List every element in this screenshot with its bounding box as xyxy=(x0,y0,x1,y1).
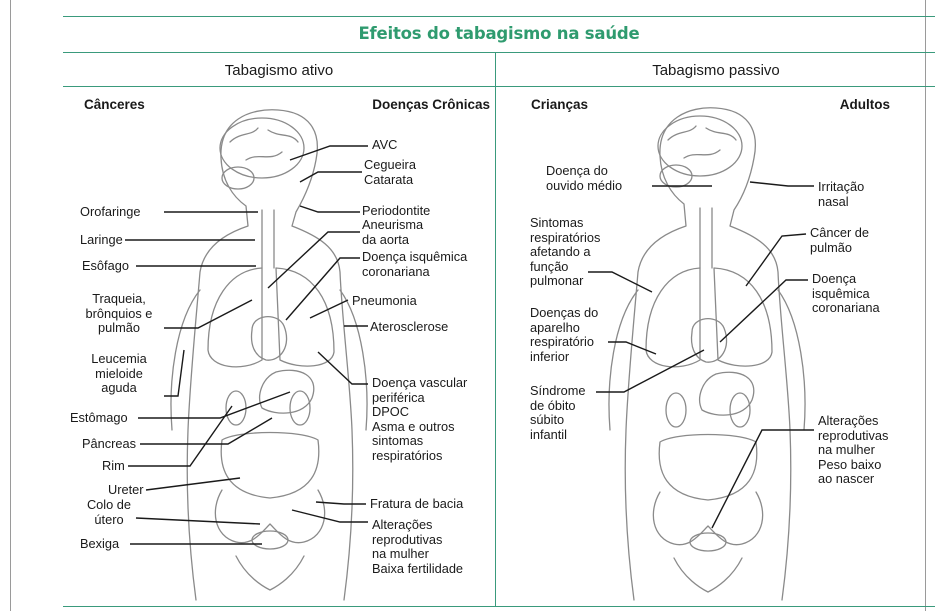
label-lung-cancer: Câncer de pulmão xyxy=(810,226,869,255)
left-intestines xyxy=(221,433,319,499)
right-brain xyxy=(658,116,742,187)
label-oropharynx: Orofaringe xyxy=(80,205,140,220)
label-sudden-infant-death: Síndrome de óbito súbito infantil xyxy=(530,384,585,442)
label-aortic-aneurysm: Aneurisma da aorta xyxy=(362,218,423,247)
right-intestines xyxy=(659,435,757,501)
label-trachea-bronchi-lung: Traqueia, brônquios e pulmão xyxy=(76,292,162,336)
label-larynx: Laringe xyxy=(80,233,123,248)
label-pneumonia: Pneumonia xyxy=(352,294,417,309)
label-lower-respiratory-diseases: Doenças do aparelho respiratório inferio… xyxy=(530,306,598,364)
label-reproductive-low-fertility: Alterações reprodutivas na mulher Baixa … xyxy=(372,518,463,576)
label-ischemic-heart-disease-passive: Doença isquêmica coronariana xyxy=(812,272,880,316)
label-esophagus: Esôfago xyxy=(82,259,129,274)
right-lungs xyxy=(646,268,772,367)
label-atherosclerosis: Aterosclerose xyxy=(370,320,448,335)
left-heart xyxy=(252,317,287,361)
label-nasal-irritation: Irritação nasal xyxy=(818,180,864,209)
left-body-figure xyxy=(171,110,367,600)
left-trachea xyxy=(262,210,274,268)
right-stomach xyxy=(700,372,754,415)
label-blindness-cataract: Cegueira Catarata xyxy=(364,158,416,187)
label-ischemic-heart-disease: Doença isquêmica coronariana xyxy=(362,250,467,279)
label-avc: AVC xyxy=(372,138,397,153)
label-acute-myeloid-leukemia: Leucemia mieloide aguda xyxy=(76,352,162,396)
right-kidneys xyxy=(666,393,750,427)
label-reproductive-low-birthweight: Alterações reprodutivas na mulher Peso b… xyxy=(818,414,888,487)
right-pelvis xyxy=(653,492,762,592)
left-stomach xyxy=(260,370,314,413)
left-brain xyxy=(220,118,304,189)
label-ureter: Ureter xyxy=(108,483,144,498)
label-kidney: Rim xyxy=(102,459,125,474)
left-pelvis xyxy=(215,490,324,590)
leader-lines xyxy=(125,146,814,544)
label-hip-fracture: Fratura de bacia xyxy=(370,497,463,512)
label-pancreas: Pâncreas xyxy=(82,437,136,452)
label-cervix: Colo de útero xyxy=(80,498,138,527)
right-trachea xyxy=(700,208,712,268)
label-respiratory-symptoms: Sintomas respiratórios afetando a função… xyxy=(530,216,600,289)
label-bladder: Bexiga xyxy=(80,537,119,552)
label-stomach: Estômago xyxy=(70,411,128,426)
label-middle-ear-disease: Doença do ouvido médio xyxy=(546,164,622,193)
label-peripheral-vascular-dpoc-asthma: Doença vascular periférica DPOC Asma e o… xyxy=(372,376,467,464)
